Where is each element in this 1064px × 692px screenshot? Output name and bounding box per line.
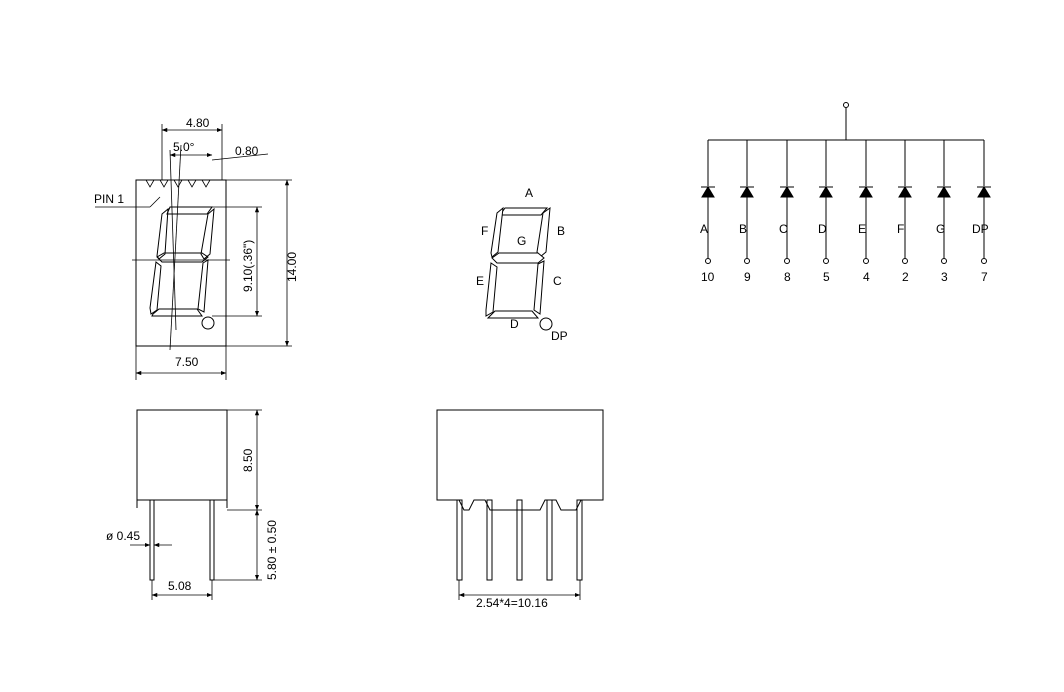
bottom-pin-5 <box>576 499 583 581</box>
schematic-pin-number: 4 <box>863 270 870 284</box>
schematic-pin-number: 7 <box>981 270 988 284</box>
seg-label-d: D <box>510 317 519 331</box>
bottom-pin-4 <box>546 499 553 581</box>
segment-dp <box>539 317 553 331</box>
schematic-pin-number: 2 <box>902 270 909 284</box>
diode-dp: DP 7 <box>972 140 991 284</box>
seg-label-f: F <box>481 224 488 238</box>
segment-c <box>533 260 545 315</box>
schematic-pin-number: 9 <box>744 270 751 284</box>
segment-e <box>485 262 498 317</box>
segment-g <box>491 252 545 264</box>
seg-label-c: C <box>553 274 562 288</box>
schematic-segment-label: F <box>897 222 904 236</box>
dim-offset-label: 0.80 <box>235 144 259 158</box>
dim-width-label: 7.50 <box>175 355 199 369</box>
pin-1-label: PIN 1 <box>94 192 124 206</box>
diode-f: F2 <box>897 140 912 284</box>
dim-body-height-label: 8.50 <box>241 448 255 472</box>
schematic-pin-number: 8 <box>784 270 791 284</box>
dim-pin-diameter-label: ø 0.45 <box>106 529 140 543</box>
pin-notches <box>145 179 211 188</box>
schematic-segment-label: A <box>700 222 708 236</box>
schematic-segment-label: B <box>739 222 747 236</box>
diode-e: E4 <box>858 140 873 284</box>
seg-label-g: G <box>517 234 526 248</box>
front-body-outline <box>135 179 227 347</box>
schematic-segment-label: E <box>858 222 866 236</box>
angle-label: 5.0° <box>173 140 195 154</box>
schematic-segment-label: C <box>779 222 788 236</box>
schematic-pin-number: 10 <box>701 270 715 284</box>
diode-d: D5 <box>818 140 833 284</box>
dim-pin-length-label: 5.80 ± 0.50 <box>265 520 279 580</box>
schematic-segment-label: DP <box>972 222 989 236</box>
seg-label-e: E <box>476 274 484 288</box>
segment-diagram: A B C D E F G DP <box>476 186 568 343</box>
side-pin-right <box>209 499 215 581</box>
seg-label-b: B <box>557 224 565 238</box>
diode-b: B9 <box>739 140 754 284</box>
segment-f <box>490 206 504 258</box>
bottom-pin-2 <box>486 499 493 581</box>
bottom-body-outline <box>436 409 604 511</box>
side-body-outline <box>136 409 228 501</box>
segment-a <box>499 207 549 216</box>
front-digit-outline <box>149 206 215 330</box>
segment-b <box>536 206 551 258</box>
dim-height-label: 14.00 <box>285 252 299 282</box>
common-anode-terminal <box>843 102 849 108</box>
seg-label-dp: DP <box>551 329 568 343</box>
front-view: 4.80 5.0° 0.80 PIN 1 9.10(.36") 14.00 7.… <box>94 116 299 380</box>
side-pin-left <box>149 499 155 581</box>
dim-pin-spacing-label: 5.08 <box>168 579 192 593</box>
diode-g: G3 <box>936 140 951 284</box>
dim-digit-height-label: 9.10(.36") <box>241 240 255 292</box>
segment-d <box>486 310 540 319</box>
diode-a: A 10 <box>700 140 715 284</box>
dim-top-label: 4.80 <box>186 116 210 130</box>
diode-c: C8 <box>779 140 794 284</box>
schematic-segment-label: D <box>818 222 827 236</box>
bottom-view: 2.54*4=10.16 <box>436 409 604 610</box>
schematic-segment-label: G <box>936 222 945 236</box>
bottom-pin-1 <box>456 499 463 581</box>
bottom-pin-3 <box>516 499 523 581</box>
schematic-pin-number: 3 <box>941 270 948 284</box>
side-view: 8.50 5.80 ± 0.50 ø 0.45 5.08 <box>106 409 279 600</box>
schematic-pin-number: 5 <box>823 270 830 284</box>
seg-label-a: A <box>525 186 533 200</box>
dim-pitch-label: 2.54*4=10.16 <box>476 596 548 610</box>
